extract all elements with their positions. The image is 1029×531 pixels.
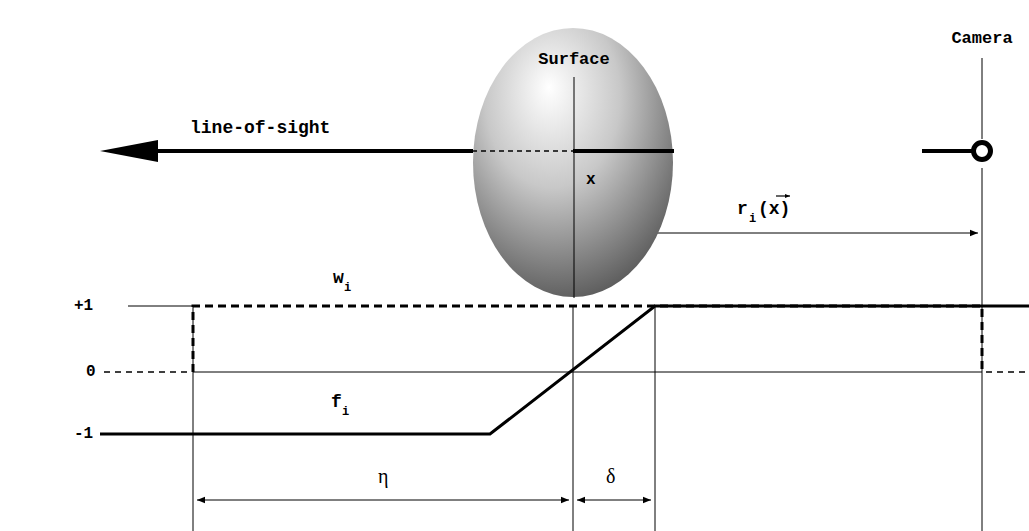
axis-value: -1 <box>74 426 93 442</box>
plus-one-axis <box>128 306 193 307</box>
delta-label: δ <box>606 466 615 486</box>
surface-ellipse: Surface <box>472 27 674 298</box>
axis-value: 0 <box>86 364 96 380</box>
point-label: x <box>586 172 596 188</box>
function-label: f <box>331 393 342 411</box>
distance-function <box>100 306 1029 434</box>
node-label: Surface <box>538 51 609 68</box>
subscript: i <box>749 213 756 225</box>
weight-function <box>193 306 982 372</box>
axis-value: +1 <box>74 298 93 314</box>
zero-axis-dashed <box>986 371 1026 373</box>
line-of-sight <box>150 149 473 153</box>
distance-label: r <box>737 200 748 218</box>
zero-axis <box>193 372 982 373</box>
node-label: Camera <box>951 30 1012 47</box>
zero-axis-dashed <box>104 371 190 373</box>
sight-arrowhead <box>100 140 158 162</box>
guide-line <box>573 306 574 531</box>
weight-label: w <box>333 269 344 287</box>
distance-label: (x) <box>758 200 790 218</box>
vector-arrow <box>776 195 790 196</box>
camera-node: Camera <box>922 22 1026 167</box>
subscript: i <box>344 282 351 294</box>
sight-label: line-of-sight <box>190 119 330 137</box>
guide-line <box>655 306 656 531</box>
delta-dimension <box>577 500 651 501</box>
subscript: i <box>342 406 349 418</box>
eta-label: η <box>378 466 388 486</box>
eta-dimension <box>197 500 569 501</box>
